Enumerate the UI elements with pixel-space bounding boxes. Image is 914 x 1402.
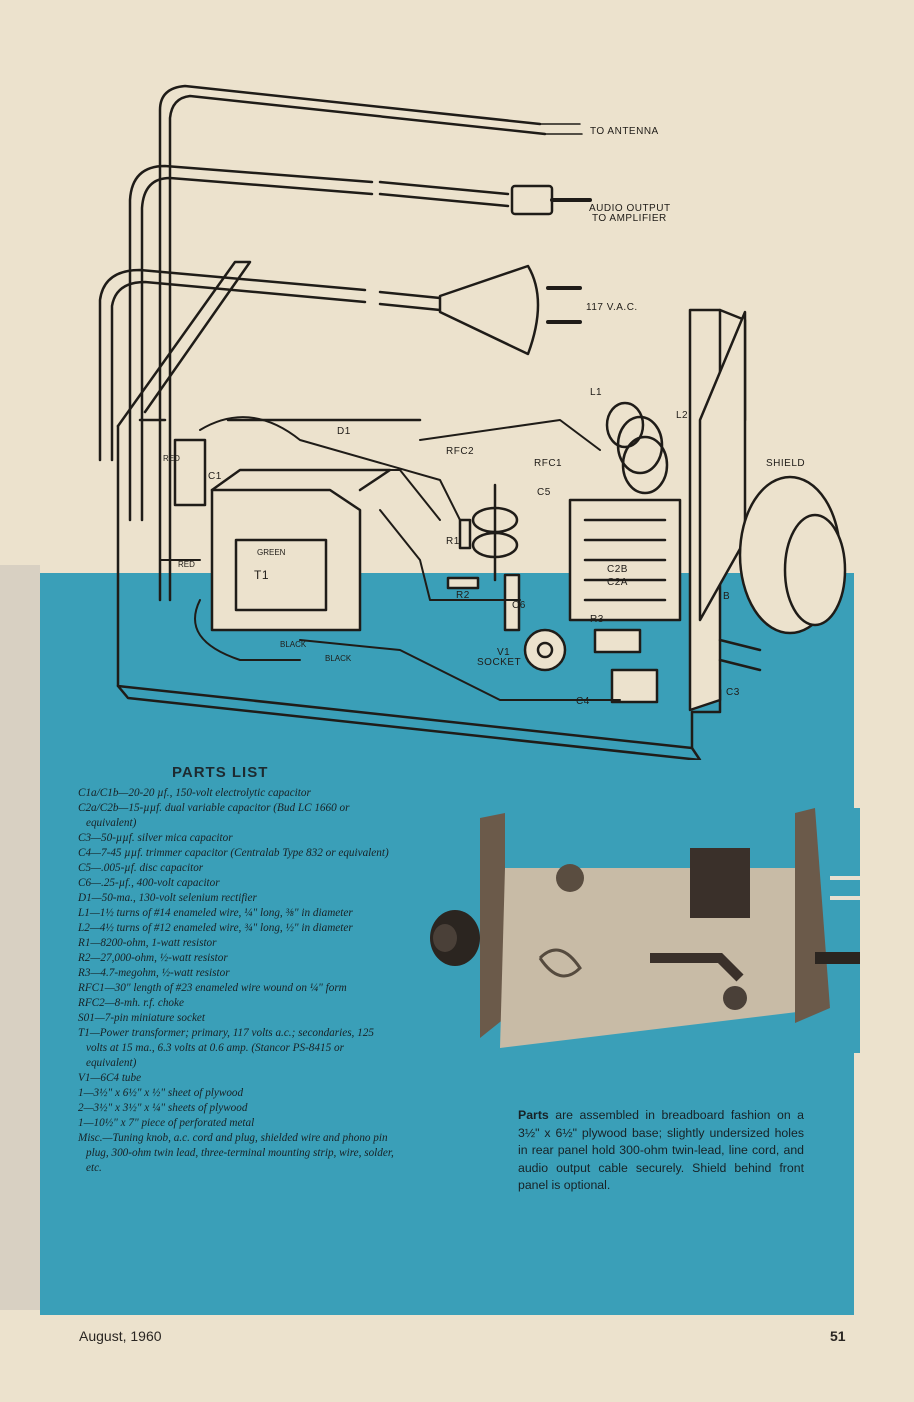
audio-callout-line2: TO AMPLIFIER [592, 213, 667, 224]
assembled-unit-photo [420, 808, 860, 1053]
tube-socket [523, 628, 567, 672]
label-r2: R2 [456, 590, 470, 601]
label-r3: R3 [590, 614, 604, 625]
label-rfc1: RFC1 [534, 458, 563, 469]
wire-label-red-1: RED [163, 454, 180, 463]
label-r1: R1 [446, 536, 460, 547]
caption-text: are assembled in breadboard fashion on a… [518, 1108, 804, 1193]
pictorial-wiring-diagram [98, 84, 847, 760]
capacitor-c6 [503, 573, 521, 632]
shield-callout: SHIELD [766, 458, 806, 469]
wire-label-black-1: BLACK [280, 640, 307, 649]
wire-label-black-2: BLACK [325, 654, 352, 663]
parts-list-item: RFC1—30" length of #23 enameled wire wou… [78, 982, 347, 994]
label-v1: V1 [497, 647, 511, 658]
resistor-r1 [458, 518, 472, 550]
trimmer-capacitor [610, 668, 659, 704]
caption-lead: Parts [518, 1108, 549, 1122]
photo-caption: Parts are assembled in breadboard fashio… [518, 1107, 804, 1195]
label-c2a: C2A [607, 577, 628, 588]
parts-list-item: 2—3½" x 3½" x ¼" sheets of plywood [78, 1102, 248, 1114]
parts-list-item: L2—4½ turns of #12 enameled wire, ¾" lon… [78, 922, 353, 934]
parts-list-item: S01—7-pin miniature socket [78, 1012, 205, 1024]
parts-list-item: V1—6C4 tube [78, 1072, 142, 1084]
antenna-twin-lead [158, 84, 583, 602]
resistor-r3 [593, 628, 642, 654]
parts-list-item: R2—27,000-ohm, ½-watt resistor [78, 952, 228, 964]
parts-list-item: 1—10½" x 7" piece of perforated metal [78, 1117, 255, 1129]
hookup-wiring [159, 416, 621, 701]
parts-list-item: C2a/C2b—15-µµf. dual variable capacitor … [78, 802, 350, 829]
parts-list-item: C5—.005-µf. disc capacitor [78, 862, 204, 874]
parts-list-item: C1a/C1b—20-20 µf., 150-volt electrolytic… [78, 787, 311, 799]
issue-date: August, 1960 [79, 1328, 162, 1344]
coil-l1-l2 [605, 401, 669, 495]
parts-list-item: C3—50-µµf. silver mica capacitor [78, 832, 233, 844]
antenna-callout: TO ANTENNA [590, 126, 659, 137]
label-c4: C4 [576, 696, 590, 707]
parts-list-item: 1—3½" x 6½" x ½" sheet of plywood [78, 1087, 244, 1099]
page-number: 51 [830, 1328, 846, 1344]
audio-output-cable [128, 164, 592, 522]
left-margin-strip [0, 565, 40, 1310]
label-c5: C5 [537, 487, 551, 498]
label-t1: T1 [254, 568, 270, 582]
label-socket: SOCKET [477, 657, 522, 668]
parts-list-item: Misc.—Tuning knob, a.c. cord and plug, s… [78, 1132, 394, 1174]
power-callout: 117 V.A.C. [586, 302, 638, 313]
parts-list-item: C6—.25-µf., 400-volt capacitor [78, 877, 220, 889]
label-c1: C1 [208, 471, 222, 482]
parts-list-item: R3—4.7-megohm, ½-watt resistor [78, 967, 230, 979]
label-c2b: C2B [607, 564, 628, 575]
wire-label-green: GREEN [257, 548, 286, 557]
parts-list-item: C4—7-45 µµf. trimmer capacitor (Centrala… [78, 847, 389, 859]
wire-label-red-2: RED [178, 560, 195, 569]
label-rfc2: RFC2 [446, 446, 475, 457]
parts-list-item: T1—Power transformer; primary, 117 volts… [78, 1027, 374, 1069]
parts-list-item: RFC2—8-mh. r.f. choke [78, 997, 184, 1009]
parts-list-item: L1—1½ turns of #14 enameled wire, ¼" lon… [78, 907, 353, 919]
resistor-r2 [446, 576, 480, 590]
parts-list: C1a/C1b—20-20 µf., 150-volt electrolytic… [78, 786, 396, 1176]
label-c3: C3 [726, 687, 740, 698]
variable-capacitor [568, 498, 682, 622]
parts-list-item: D1—50-ma., 130-volt selenium rectifier [78, 892, 257, 904]
power-transformer [210, 468, 392, 632]
parts-list-title: PARTS LIST [172, 764, 269, 781]
label-d1: D1 [337, 426, 351, 437]
label-l1: L1 [590, 387, 603, 398]
label-c6: C6 [512, 600, 526, 611]
parts-list-item: R1—8200-ohm, 1-watt resistor [78, 937, 217, 949]
tuning-knob [718, 475, 847, 672]
rf-choke [471, 483, 519, 582]
filter-capacitor [173, 438, 207, 507]
audio-callout-line1: AUDIO OUTPUT [589, 203, 671, 214]
label-l2: L2 [676, 410, 689, 421]
ac-line-cord [98, 264, 582, 462]
label-b: B [723, 591, 731, 602]
